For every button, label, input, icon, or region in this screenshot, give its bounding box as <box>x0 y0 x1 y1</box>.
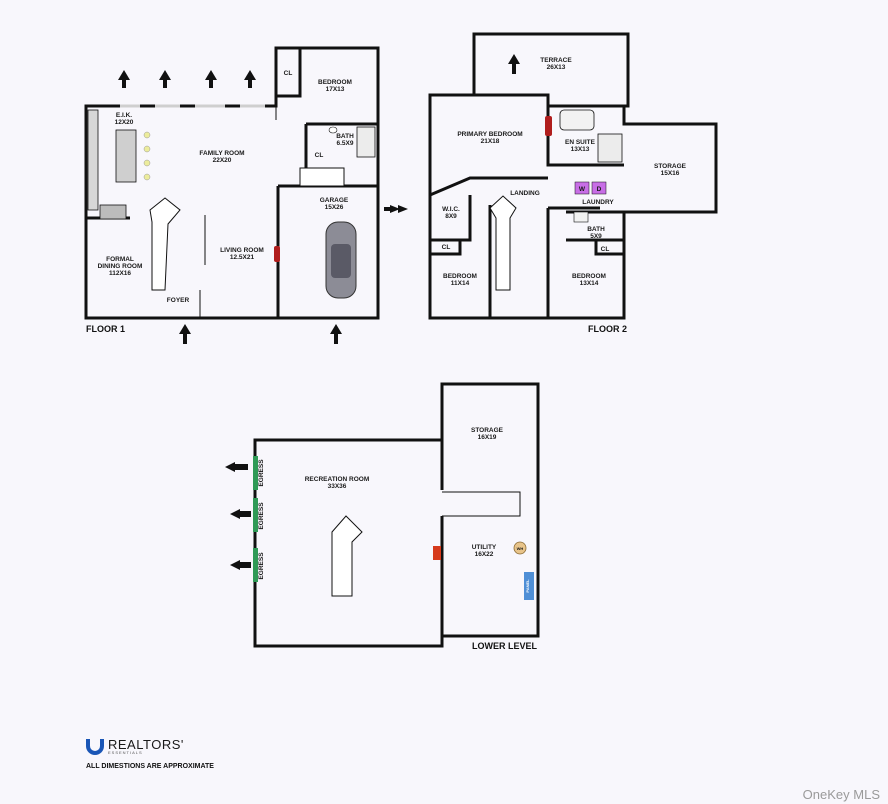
foyer-label: FOYER <box>167 297 190 304</box>
egress-label-2: EGRESS <box>258 502 265 530</box>
egress-arrows <box>225 462 251 570</box>
lower-level-plan: WH EGRESS EGRESS EGRESS RECREATION ROOM … <box>225 382 540 651</box>
floor-1-title: FLOOR 1 <box>86 324 125 334</box>
cl-f1-bath-label: CL <box>315 152 324 159</box>
lower-level-title: LOWER LEVEL <box>472 641 538 651</box>
formal-dining-label-1: FORMAL <box>106 256 134 263</box>
shower-icon <box>356 126 376 158</box>
dryer-icon <box>591 181 607 195</box>
shower-icon <box>597 133 623 163</box>
family-room-label: FAMILY ROOM <box>199 150 244 157</box>
stairs-to-garage <box>299 167 345 187</box>
lower-level-outline <box>253 382 540 648</box>
floor-1-plan: E.I.K. 12X20 FAMILY ROOM 22X20 BEDROOM 1… <box>84 46 408 344</box>
family-room-size: 22X20 <box>213 157 232 164</box>
mls-watermark: OneKey MLS <box>802 787 880 802</box>
garage-size: 15X26 <box>325 204 344 211</box>
garage-label: GARAGE <box>320 197 349 204</box>
logo-sub: ESSENTIALS <box>108 750 143 755</box>
bedroom-f2-right-size: 13X14 <box>580 280 599 287</box>
recreation-room-size: 33X36 <box>328 483 347 490</box>
bath-f1-size: 6.5X9 <box>337 140 354 147</box>
toilet-icon <box>328 126 338 134</box>
en-suite-size: 13X13 <box>571 146 590 153</box>
eik-size: 12X20 <box>115 119 134 126</box>
bedroom-f2-left-label: BEDROOM <box>443 273 477 280</box>
exit-arrow-terrace <box>508 54 520 74</box>
en-suite-label: EN SUITE <box>565 139 596 146</box>
terrace-size: 26X13 <box>547 64 566 71</box>
washer-label: W <box>579 186 586 193</box>
utility-label: UTILITY <box>472 544 497 551</box>
realtors-logo: REALTORS' ESSENTIALS <box>86 738 184 755</box>
floor-2-outline <box>428 32 718 320</box>
bathtub-icon <box>559 109 595 131</box>
washer-icon <box>574 181 590 195</box>
storage-ll-label: STORAGE <box>471 427 504 434</box>
floor-2-plan: W D TERRACE 26X13 PRIMARY BEDROOM 21X18 … <box>428 32 718 334</box>
wic-label: W.I.C. <box>442 206 460 213</box>
utility-size: 16X22 <box>475 551 494 558</box>
formal-dining-label-2: DINING ROOM <box>98 263 143 270</box>
sink-icon <box>573 211 589 223</box>
egress-label-3: EGRESS <box>258 552 265 580</box>
logo-brand: REALTORS' <box>108 737 184 752</box>
panel-label: PANEL <box>525 579 530 593</box>
water-heater-icon <box>513 541 527 555</box>
fireplace-icon <box>545 116 552 136</box>
primary-bedroom-size: 21X18 <box>481 138 500 145</box>
bedroom-f2-right-label: BEDROOM <box>572 273 606 280</box>
exit-arrows-floor-1 <box>118 70 408 344</box>
bedroom-f2-left-size: 11X14 <box>451 280 470 287</box>
eik-label: E.I.K. <box>116 112 132 119</box>
living-room-label: LIVING ROOM <box>220 247 264 254</box>
storage-f2-label: STORAGE <box>654 163 687 170</box>
cl-f1-top-label: CL <box>284 70 293 77</box>
kitchen-counter <box>87 109 99 211</box>
fireplace-icon <box>433 546 441 560</box>
landing-label: LANDING <box>510 190 540 197</box>
cl-f2-right-label: CL <box>601 246 610 253</box>
stairs-floor-2 <box>489 195 517 291</box>
storage-ll-size: 16X19 <box>478 434 497 441</box>
cl-f2-left-label: CL <box>442 244 451 251</box>
egress-windows <box>253 456 258 582</box>
bedroom-f1-label: BEDROOM <box>318 79 352 86</box>
fireplace-icon <box>274 246 280 262</box>
egress-label-1: EGRESS <box>258 459 265 487</box>
bedroom-f1-size: 17X13 <box>326 86 345 93</box>
stairs-lower-level <box>331 515 363 597</box>
recreation-room-label: RECREATION ROOM <box>305 476 370 483</box>
primary-bedroom-label: PRIMARY BEDROOM <box>457 131 522 138</box>
bath-f2-size: 5X9 <box>590 233 602 240</box>
water-heater-label: WH <box>517 546 524 551</box>
storage-f2-size: 15X16 <box>661 170 680 177</box>
stairs-floor-1 <box>149 197 181 291</box>
dimensions-note: ALL DIMESTIONS ARE APPROXIMATE <box>86 763 214 770</box>
logo-mark-icon <box>86 738 104 755</box>
oven <box>99 204 127 220</box>
laundry-label: LAUNDRY <box>582 199 614 206</box>
floor-2-title: FLOOR 2 <box>588 324 627 334</box>
bath-f1-label: BATH <box>336 133 354 140</box>
kitchen-island <box>115 129 137 183</box>
car-icon <box>325 221 357 299</box>
bath-f2-label: BATH <box>587 226 605 233</box>
formal-dining-size: 112X16 <box>109 270 131 277</box>
terrace-label: TERRACE <box>540 57 572 64</box>
dryer-label: D <box>597 186 602 193</box>
wic-size: 8X9 <box>445 213 457 220</box>
living-room-size: 12.5X21 <box>230 254 255 261</box>
electrical-panel-icon <box>524 572 534 600</box>
